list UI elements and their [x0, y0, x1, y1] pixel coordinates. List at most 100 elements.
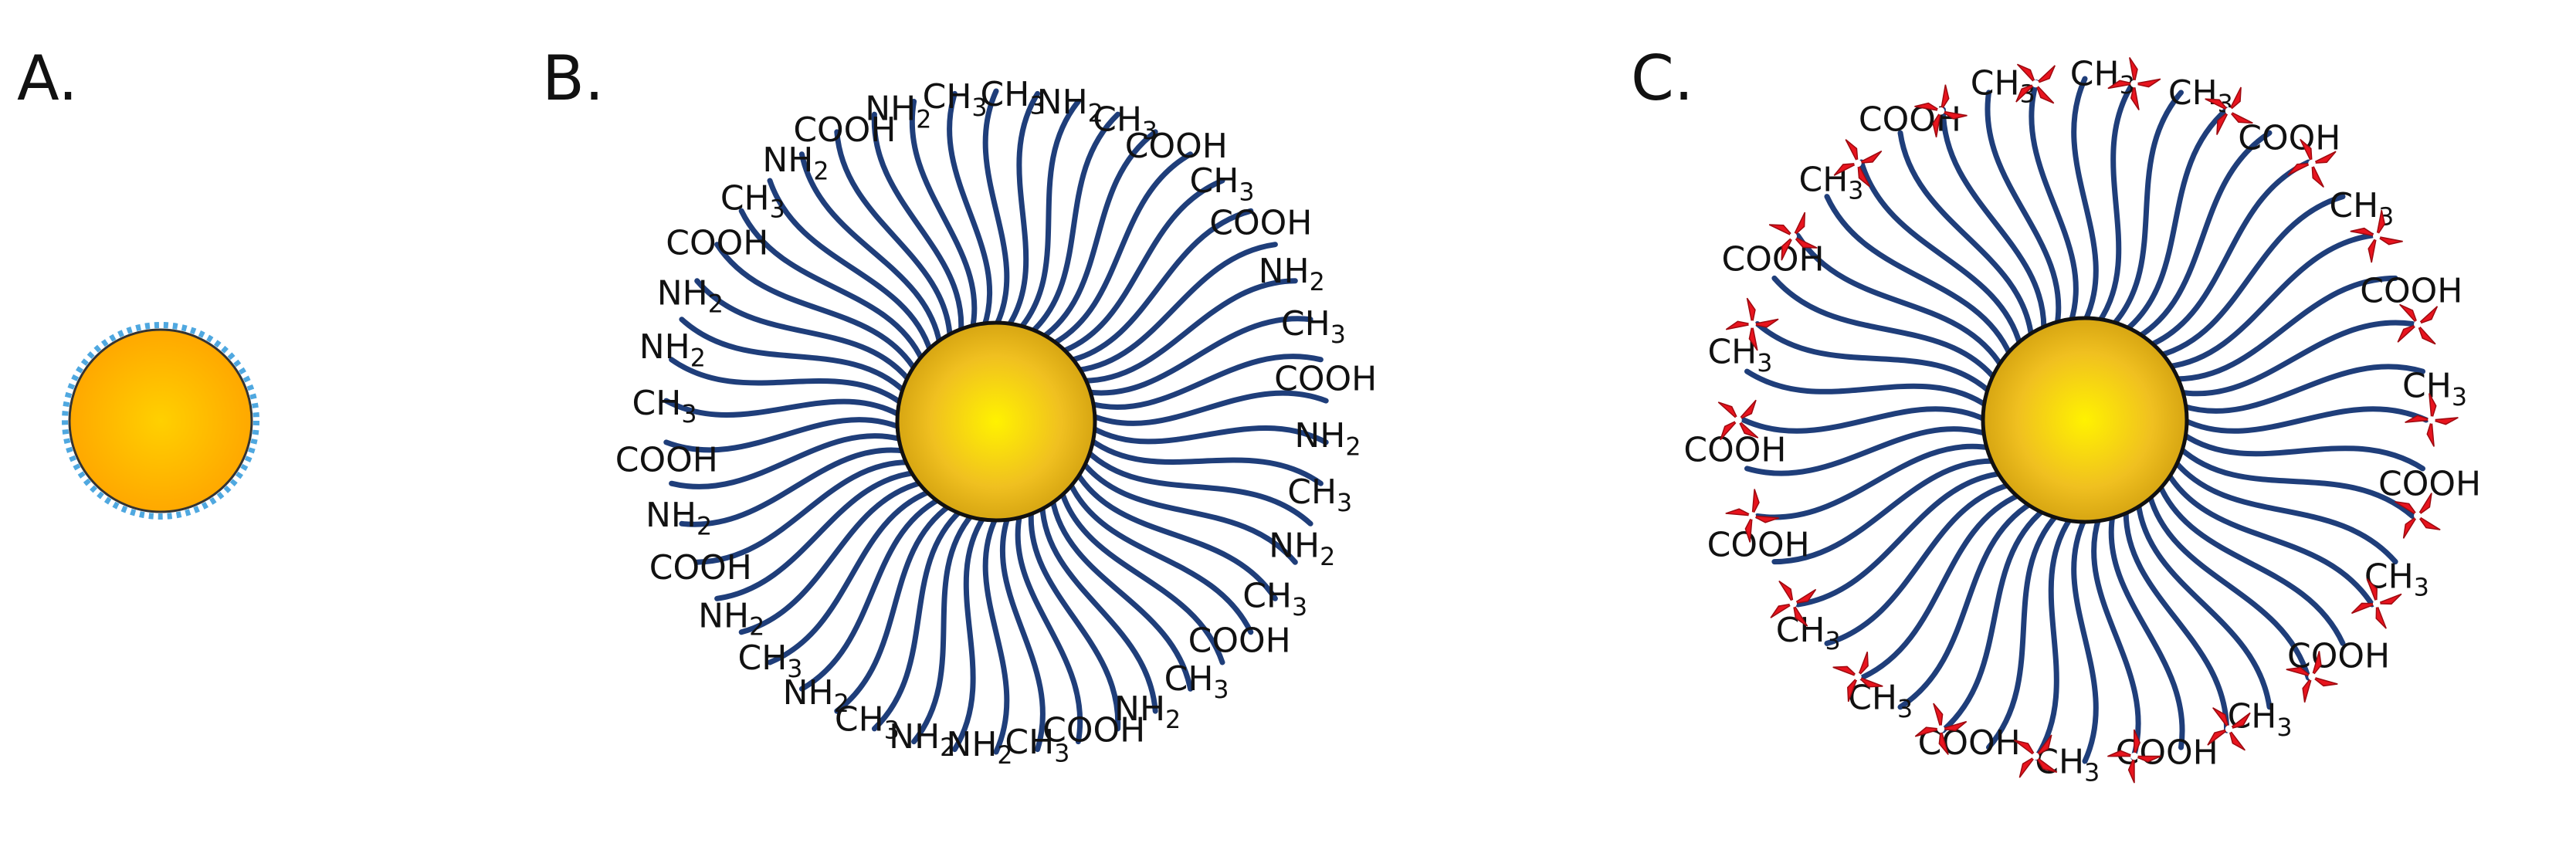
- panel-b-functionalized-nanoparticle: CH3NH2CH3COOHCH3COOHNH2CH3COOHNH2CH3NH2C…: [615, 75, 1377, 770]
- ligand-chain: [999, 513, 1046, 753]
- panel-label-a: A.: [17, 42, 78, 114]
- star-marker-icon: [1914, 84, 1968, 137]
- star-marker-icon: [1768, 212, 1818, 261]
- ligand-chain: [2123, 107, 2230, 334]
- star-marker-icon: [1832, 651, 1883, 703]
- star-marker-icon: [1717, 399, 1759, 441]
- ligand-chain: [1087, 354, 1324, 410]
- ligand-chain: [1985, 90, 2062, 328]
- ligand-label: CH3: [1190, 161, 1255, 206]
- ligand-label: COOH: [1042, 711, 1145, 750]
- ligand-label: COOH: [1188, 621, 1291, 661]
- ligand-chain: [2157, 194, 2346, 358]
- ligand-chain: [2171, 275, 2398, 382]
- star-marker-icon: [2351, 578, 2402, 629]
- ligand-label: COOH: [1125, 127, 1228, 166]
- ligand-chain: [798, 496, 943, 692]
- ligand-label: NH2: [1259, 252, 1325, 296]
- ligand-chain: [1074, 469, 1278, 601]
- ligand-label: NH2: [865, 89, 931, 134]
- ligand-chain: [2177, 320, 2415, 397]
- ligand-chain: [1795, 232, 2005, 370]
- ligand-chain: [911, 511, 975, 745]
- ligand-chain: [1049, 151, 1194, 347]
- ligand-chain: [2135, 130, 2273, 340]
- ligand-chain: [669, 357, 905, 407]
- ligand-chain: [1771, 275, 1998, 382]
- ligand-chain: [2029, 80, 2079, 325]
- panel-label-c: C.: [1631, 42, 1694, 114]
- ligand-chain: [951, 513, 987, 753]
- ligand-label: CH3: [737, 638, 802, 683]
- ligand-chain: [909, 98, 978, 332]
- ligand-label: CH3: [1776, 611, 1841, 655]
- ligand-chain: [2096, 80, 2137, 325]
- ligand-chain: [1017, 98, 1081, 332]
- ligand-chain: [714, 469, 918, 601]
- star-marker-icon: [2207, 707, 2251, 751]
- ligand-label: CH3: [1287, 472, 1352, 517]
- ligand-chain: [1080, 459, 1298, 565]
- ligand-chain: [1059, 178, 1225, 355]
- star-marker-icon: [2395, 493, 2441, 539]
- ligand-chain: [2157, 482, 2346, 646]
- star-marker-icon: [2405, 393, 2459, 447]
- ligand-chain: [1084, 316, 1313, 396]
- ligand-label: CH3: [1707, 333, 1772, 378]
- ligand-chain: [1824, 482, 2013, 646]
- ligand-label: CH3: [720, 178, 785, 223]
- ligand-chain: [947, 90, 993, 330]
- ligand-chain: [694, 459, 913, 565]
- ligand-chain: [834, 129, 953, 340]
- ligand-chain: [1074, 242, 1278, 374]
- ligand-chain: [982, 88, 1010, 329]
- ligand-chain: [834, 503, 953, 714]
- ligand-chain: [1859, 492, 2023, 681]
- ligand-label: CH3: [1242, 577, 1307, 621]
- ligand-label: CH3: [1093, 100, 1158, 145]
- ligand-chain: [679, 317, 908, 395]
- ligand-label: COOH: [2287, 636, 2390, 676]
- ligand-label: COOH: [793, 110, 896, 150]
- ligand-chain: [2165, 470, 2375, 608]
- ligand-chain: [714, 242, 918, 374]
- ligand-chain: [1089, 425, 1329, 445]
- ligand-label: NH2: [698, 596, 764, 641]
- ligand-chain: [767, 488, 934, 665]
- ligand-chain: [1824, 194, 2013, 358]
- ligand-chain: [767, 178, 934, 355]
- ligand-chain: [2108, 512, 2185, 750]
- ligand-chain: [2091, 515, 2141, 760]
- ligand-chain: [2171, 458, 2398, 565]
- ligand-label: NH2: [1037, 83, 1103, 127]
- ligand-chain: [982, 514, 1010, 755]
- ligand-chain: [1771, 458, 1998, 565]
- panel-c-conjugated-nanoparticle: CH3CH3COOHCH3COOHCH3COOHCH3COOHCH3COOHCH…: [1683, 55, 2481, 787]
- ligand-label: COOH: [1859, 100, 1961, 139]
- ligand-chain: [2033, 515, 2074, 760]
- ligand-chain: [1744, 368, 1990, 409]
- gold-core: [1981, 316, 2189, 524]
- ligand-chain: [1897, 130, 2035, 340]
- star-marker-icon: [2205, 86, 2253, 135]
- ligand-chain: [1940, 107, 2047, 334]
- ligand-chain: [738, 208, 925, 364]
- ligand-chain: [1039, 129, 1158, 340]
- ligand-chain: [1015, 511, 1083, 745]
- ligand-label: COOH: [2238, 118, 2340, 157]
- star-marker-icon: [2350, 210, 2403, 263]
- ligand-label: COOH: [1683, 430, 1786, 469]
- ligand-chain: [669, 433, 905, 489]
- ligand-chain: [1859, 159, 2023, 348]
- panel-a-core: [68, 328, 253, 513]
- ligand-label: NH2: [1294, 416, 1361, 461]
- ligand-chain: [1039, 503, 1158, 714]
- ligand-chain: [1986, 512, 2060, 750]
- ligand-chain: [1067, 479, 1254, 635]
- ligand-label: COOH: [666, 223, 768, 262]
- ligand-label: CH3: [1164, 659, 1229, 704]
- ligand-label: CH3: [2228, 697, 2293, 742]
- ligand-label: CH3: [2168, 73, 2233, 118]
- ligand-chain: [2071, 76, 2099, 324]
- ligand-chain: [2110, 90, 2184, 328]
